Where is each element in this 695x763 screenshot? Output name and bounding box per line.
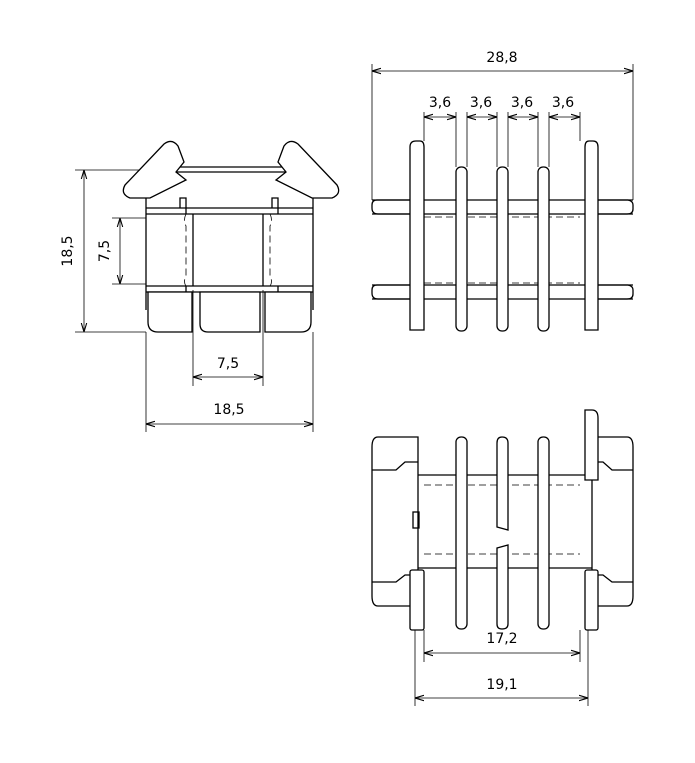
right-clip (274, 140, 340, 199)
dim-left-width: 18,5 (213, 402, 244, 418)
right-end-cap (591, 436, 634, 607)
dim-bottom-outer-width: 19,1 (486, 677, 517, 693)
dim-top-overall-width: 28,8 (486, 50, 517, 66)
side-view-dimensions: 18,5 7,5 7,5 18,5 (60, 169, 314, 432)
dim-bottom-inner-width: 17,2 (486, 631, 517, 647)
bottom-view-dimensions: 17,2 19,1 (414, 630, 589, 706)
top-view-dimensions: 28,8 3,6 3,6 3,6 3,6 (371, 50, 634, 200)
left-end-cap (371, 436, 419, 607)
dim-pitch-2: 3,6 (470, 95, 492, 111)
bottom-view (371, 409, 634, 631)
dim-left-height: 18,5 (60, 235, 76, 266)
dim-pitch-4: 3,6 (552, 95, 574, 111)
dim-left-inner-width: 7,5 (217, 356, 239, 372)
top-view (371, 140, 634, 332)
dim-pitch-1: 3,6 (429, 95, 451, 111)
dim-left-inner-height: 7,5 (97, 240, 113, 262)
dim-pitch-3: 3,6 (511, 95, 533, 111)
side-view (122, 140, 340, 333)
